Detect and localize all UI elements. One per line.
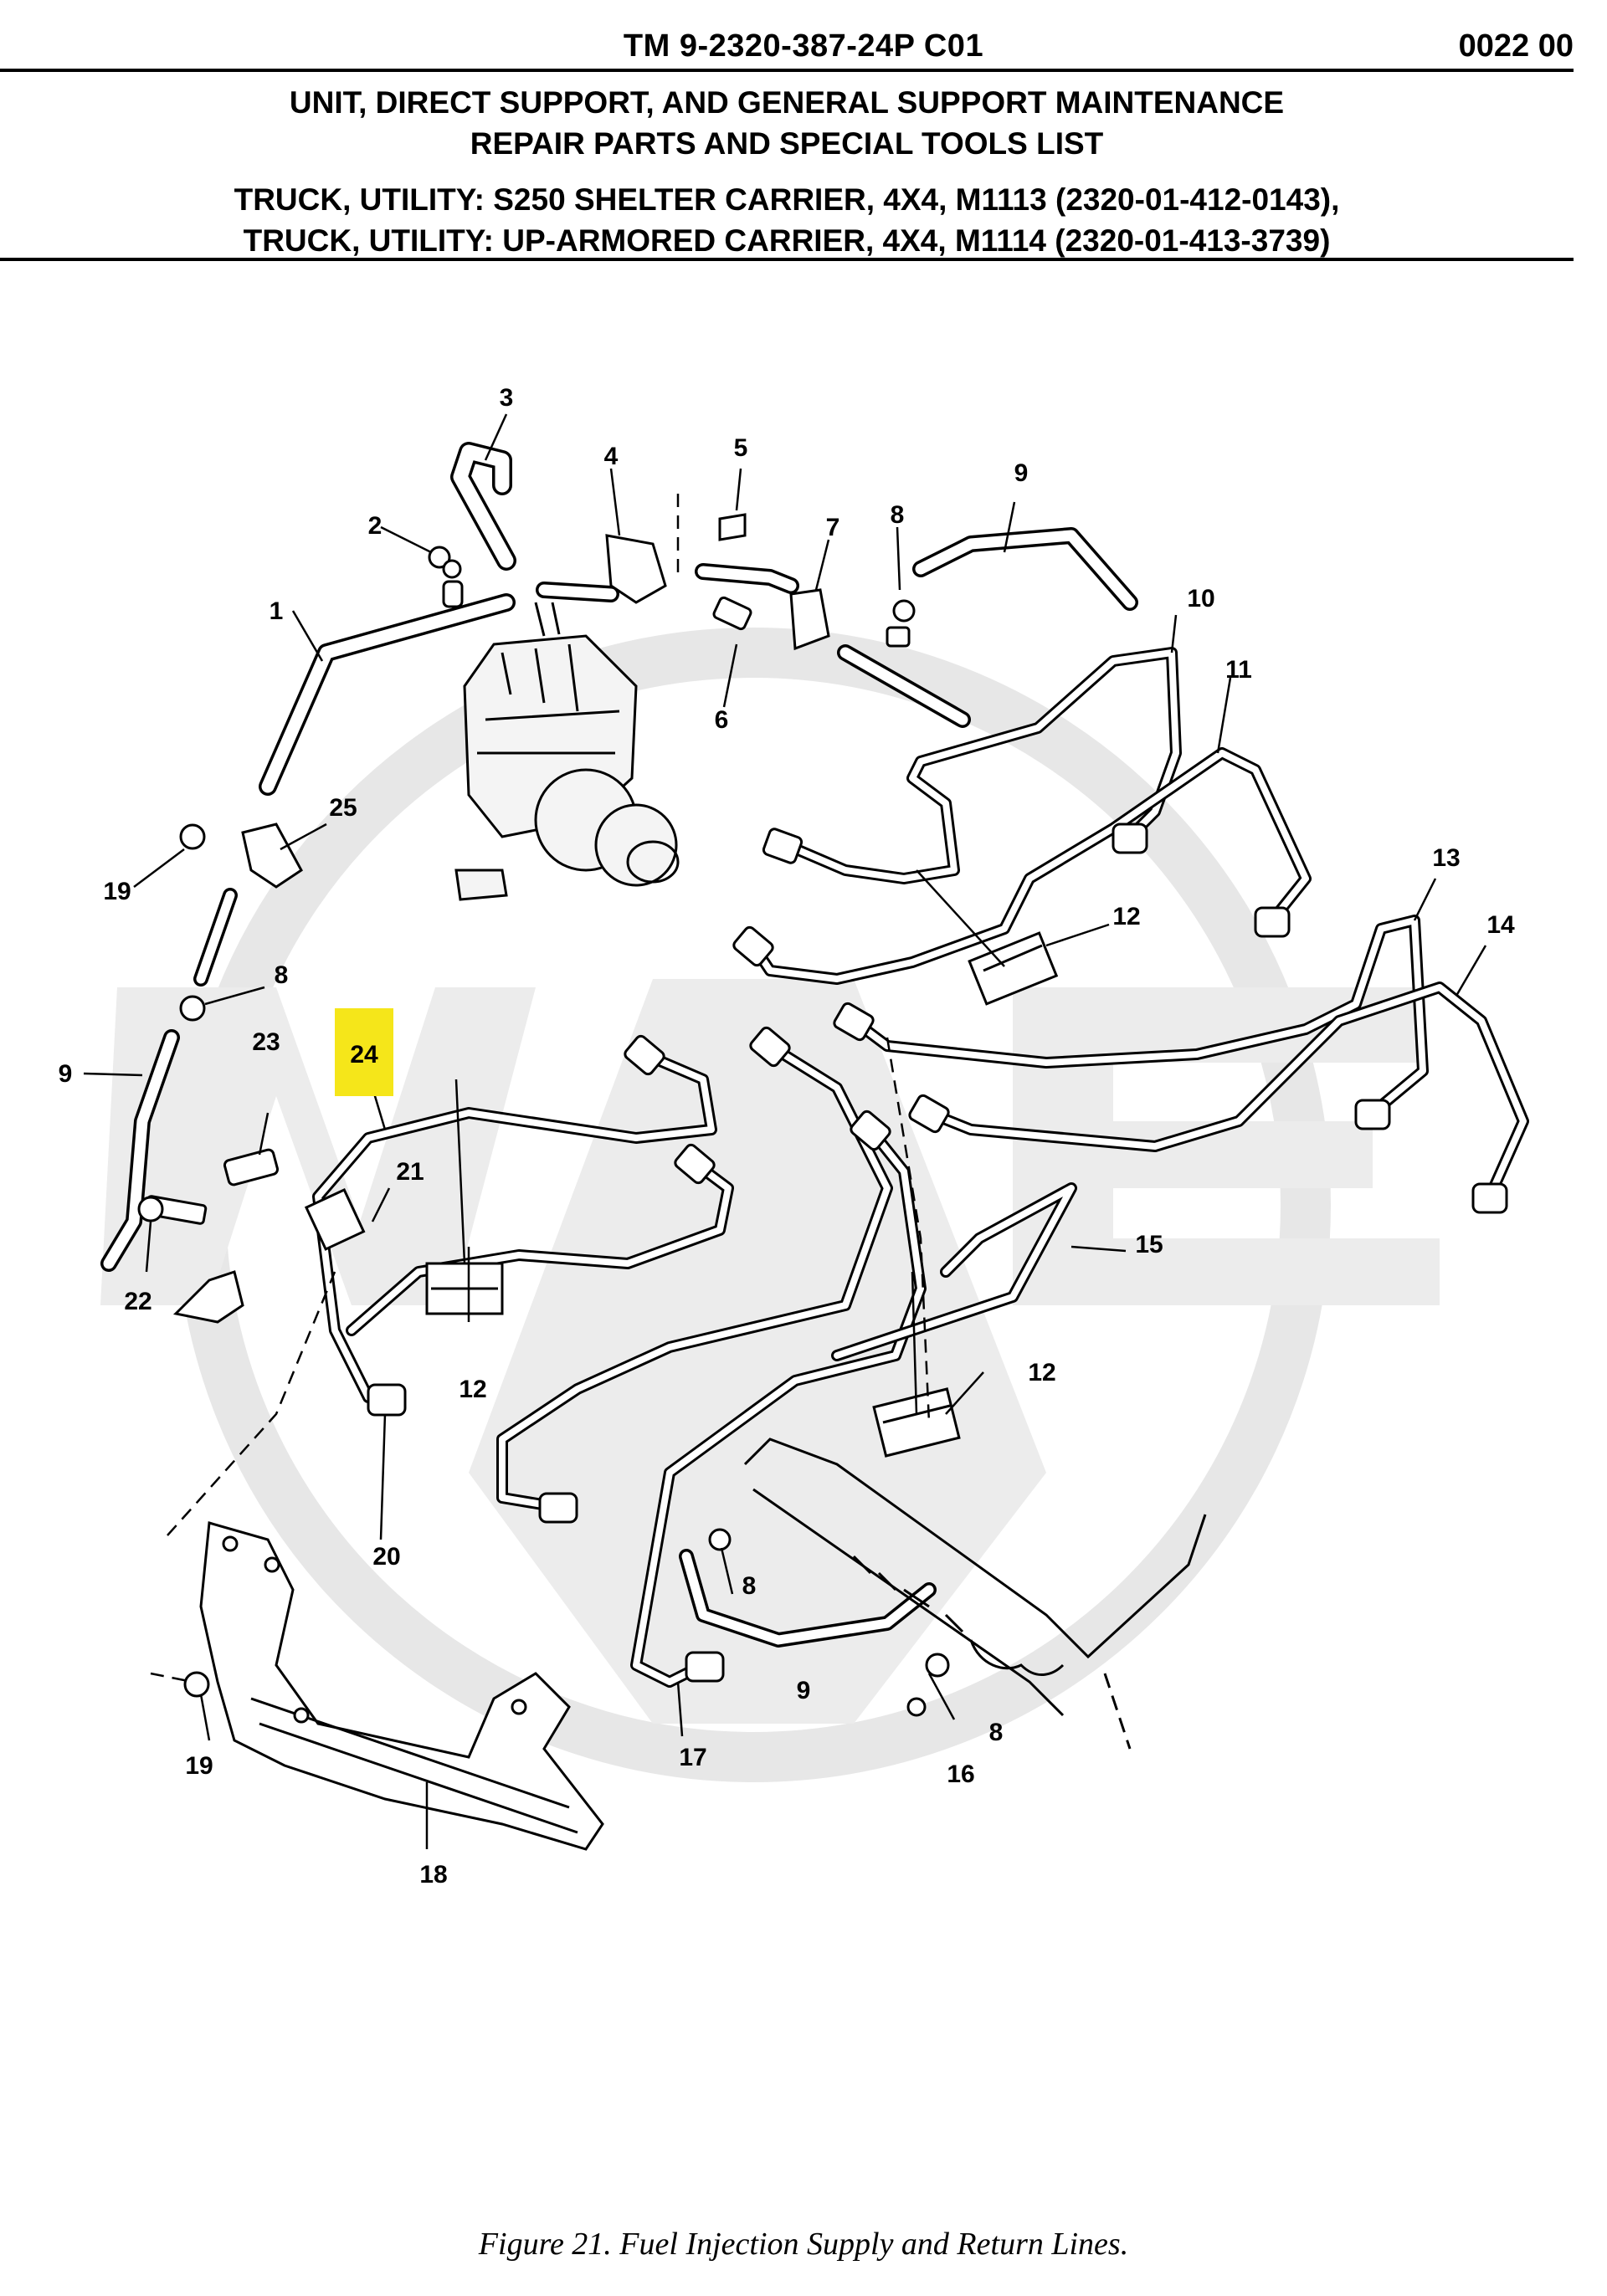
header-rule-bottom bbox=[0, 258, 1574, 261]
callout-25: 25 bbox=[329, 794, 357, 822]
callout-numbers: 1 2 3 4 5 6 7 8 9 10 11 12 13 14 15 12 8… bbox=[59, 384, 1515, 1889]
callout-14: 14 bbox=[1486, 911, 1515, 939]
callout-8-top: 8 bbox=[891, 501, 905, 529]
callout-21: 21 bbox=[396, 1158, 424, 1186]
callout-12-top: 12 bbox=[1112, 903, 1140, 930]
callout-24: 24 bbox=[350, 1041, 378, 1069]
callout-2: 2 bbox=[368, 512, 382, 540]
callout-15: 15 bbox=[1135, 1231, 1163, 1258]
vehicle-line-2: TRUCK, UTILITY: UP-ARMORED CARRIER, 4X4,… bbox=[243, 223, 1331, 258]
bracket bbox=[199, 1521, 604, 1851]
tm-number: TM 9-2320-387-24P C01 bbox=[623, 28, 984, 64]
callout-9-lower: 9 bbox=[797, 1677, 811, 1704]
callout-7: 7 bbox=[826, 514, 840, 541]
figure-caption: Figure 21. Fuel Injection Supply and Ret… bbox=[478, 2227, 1129, 2262]
title-line-1: UNIT, DIRECT SUPPORT, AND GENERAL SUPPOR… bbox=[289, 85, 1285, 120]
injection-lines bbox=[312, 647, 1529, 1688]
callout-11: 11 bbox=[1225, 656, 1252, 684]
callout-19-top: 19 bbox=[103, 878, 131, 905]
work-package-number: 0022 00 bbox=[1458, 28, 1574, 64]
vehicle-title: TRUCK, UTILITY: S250 SHELTER CARRIER, 4X… bbox=[0, 179, 1574, 261]
alignment-lines bbox=[150, 494, 931, 1684]
exploded-parts-diagram: 1 2 3 4 5 6 7 8 9 10 11 12 13 14 15 12 8… bbox=[59, 384, 1529, 1889]
callout-8-bottom: 8 bbox=[989, 1719, 1004, 1746]
callout-3: 3 bbox=[500, 384, 514, 412]
callout-leaders bbox=[83, 413, 1487, 1849]
page-header: TM 9-2320-387-24P C01 0022 00 bbox=[0, 0, 1607, 75]
callout-13: 13 bbox=[1432, 844, 1460, 872]
callout-8-lower: 8 bbox=[742, 1572, 757, 1600]
engine-block bbox=[743, 1438, 1207, 1750]
leader-solid bbox=[454, 869, 1005, 1415]
callout-19-bottom: 19 bbox=[185, 1752, 213, 1780]
line-clamps bbox=[304, 931, 1059, 1458]
callout-4: 4 bbox=[604, 443, 619, 470]
hoses bbox=[100, 442, 1138, 1648]
callout-5: 5 bbox=[734, 434, 748, 462]
injection-pump bbox=[454, 602, 680, 901]
callout-10: 10 bbox=[1187, 585, 1214, 612]
callout-highlight bbox=[335, 1008, 393, 1096]
manual-title: UNIT, DIRECT SUPPORT, AND GENERAL SUPPOR… bbox=[0, 82, 1574, 164]
fasteners bbox=[137, 513, 950, 1717]
vehicle-line-1: TRUCK, UTILITY: S250 SHELTER CARRIER, 4X… bbox=[234, 182, 1340, 217]
title-line-2: REPAIR PARTS AND SPECIAL TOOLS LIST bbox=[470, 126, 1104, 161]
callout-16: 16 bbox=[947, 1760, 974, 1788]
callout-12-right: 12 bbox=[1028, 1359, 1055, 1386]
callout-12-left: 12 bbox=[459, 1376, 486, 1403]
callout-9-top: 9 bbox=[1014, 459, 1029, 487]
callout-22: 22 bbox=[124, 1288, 151, 1315]
callout-23: 23 bbox=[252, 1028, 280, 1056]
callout-8-left: 8 bbox=[275, 961, 289, 989]
callout-20: 20 bbox=[372, 1543, 400, 1571]
header-rule-top bbox=[0, 69, 1574, 72]
callout-1: 1 bbox=[270, 597, 284, 625]
callout-9-left: 9 bbox=[59, 1060, 73, 1088]
callout-17: 17 bbox=[679, 1744, 706, 1771]
callout-6: 6 bbox=[715, 706, 729, 734]
callout-18: 18 bbox=[419, 1861, 447, 1889]
line-fittings bbox=[367, 823, 1508, 1683]
